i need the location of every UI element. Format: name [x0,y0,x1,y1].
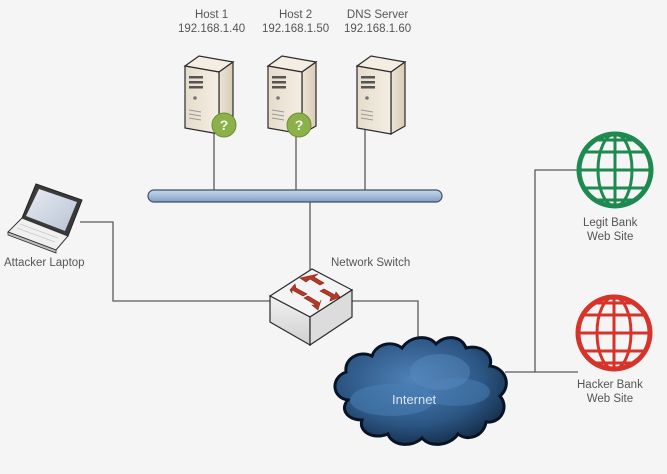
link-laptop-switch [80,221,272,302]
host2-ip: 192.168.1.50 [262,23,330,35]
legit-bank-label: Legit Bank Web Site [583,217,638,243]
internet-cloud-icon [333,336,508,446]
dns-server-name: DNS Server [346,9,409,21]
host1-ip: 192.168.1.40 [178,23,246,35]
network-switch-label: Network Switch [331,257,411,269]
lan-backbone [147,189,443,203]
link-switch-internet [350,300,419,345]
hacker-bank-label: Hacker Bank Web Site [577,379,643,405]
host1-badge-text: ? [220,117,229,133]
network-switch-icon [268,268,354,347]
host2-label: Host 2 192.168.1.50 [262,8,329,36]
hacker-bank-globe-icon [575,294,653,372]
dns-server-icon [355,55,407,136]
host2-badge-text: ? [295,117,304,133]
dns-server-ip: 192.168.1.60 [344,23,412,35]
attacker-laptop-icon [7,183,83,254]
dns-server-label: DNS Server 192.168.1.60 [344,8,411,36]
legit-bank-globe-icon [576,131,654,209]
internet-label: Internet [392,392,437,407]
host1-unknown-badge: ? [211,112,237,138]
link-internet-legit-bank [505,169,578,373]
host2-name: Host 2 [278,9,313,21]
host1-name: Host 1 [194,9,229,21]
host2-unknown-badge: ? [286,112,312,138]
attacker-laptop-label: Attacker Laptop [4,257,85,269]
connection-lines [80,125,578,373]
host1-label: Host 1 192.168.1.40 [178,8,245,36]
